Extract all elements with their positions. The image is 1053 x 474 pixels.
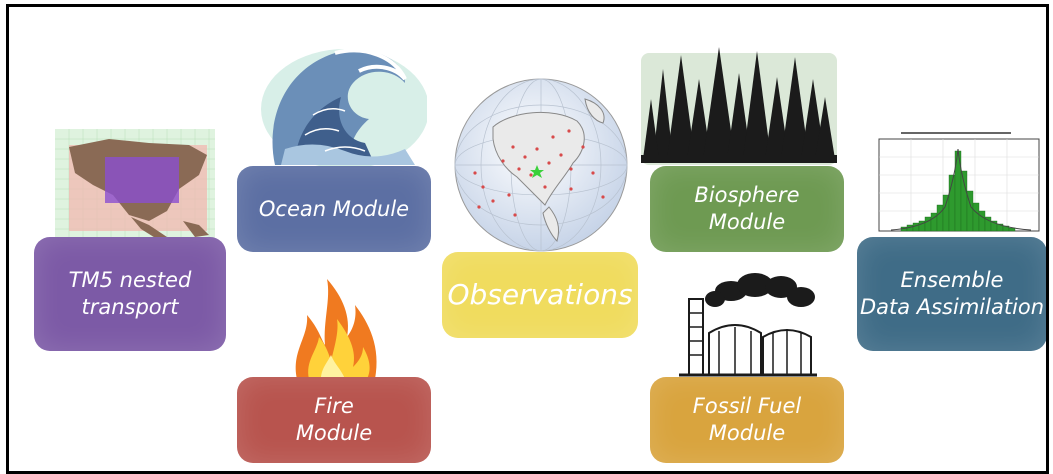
- biosphere-label-line2: Module: [708, 210, 786, 234]
- observations-label: Observations: [447, 278, 633, 312]
- fossil-fuel-module-box: Fossil Fuel Module: [650, 377, 844, 463]
- tm5-module-box: TM5 nested transport: [34, 237, 226, 351]
- histogram-icon: [861, 127, 1043, 239]
- fossil-label-line2: Module: [708, 421, 786, 445]
- fire-label-line1: Fire: [314, 394, 354, 419]
- biosphere-label-line1: Biosphere: [694, 183, 800, 208]
- ocean-module-box: Ocean Module: [237, 166, 431, 252]
- factory-icon: [675, 269, 819, 377]
- fire-module-box: Fire Module: [237, 377, 431, 463]
- tm5-map-icon: [49, 125, 219, 243]
- fire-icon: [291, 275, 387, 379]
- diagram-frame: TM5 nested transport Ocean Module Fire M…: [6, 4, 1049, 474]
- ocean-label: Ocean Module: [258, 196, 410, 221]
- observations-box: Observations: [442, 252, 638, 338]
- ensemble-data-assimilation-box: Ensemble Data Assimilation: [857, 237, 1046, 351]
- biosphere-module-box: Biosphere Module: [650, 166, 844, 252]
- fossil-label-line1: Fossil Fuel: [692, 394, 802, 419]
- wave-icon: [255, 39, 427, 171]
- ensemble-label-line1: Ensemble: [900, 268, 1004, 293]
- globe-icon: [453, 77, 629, 253]
- fire-label-line2: Module: [295, 421, 373, 445]
- tm5-label-line2: transport: [81, 295, 179, 319]
- ensemble-label-line2: Data Assimilation: [859, 295, 1045, 319]
- forest-icon: [639, 39, 839, 167]
- tm5-label-line1: TM5 nested: [68, 268, 192, 293]
